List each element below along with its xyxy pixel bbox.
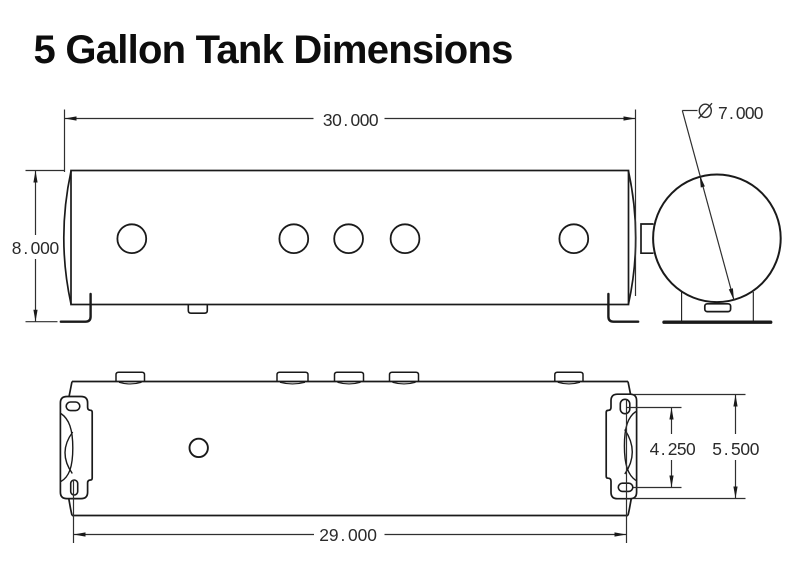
svg-text:29.000: 29.000 bbox=[319, 525, 377, 545]
svg-text:4.250: 4.250 bbox=[650, 439, 696, 459]
svg-text:30.000: 30.000 bbox=[323, 110, 379, 130]
svg-text:8.000: 8.000 bbox=[12, 238, 59, 258]
svg-text:7.000: 7.000 bbox=[718, 103, 763, 123]
svg-text:5 Gallon Tank Dimensions: 5 Gallon Tank Dimensions bbox=[34, 28, 513, 72]
svg-text:5.500: 5.500 bbox=[712, 439, 759, 459]
